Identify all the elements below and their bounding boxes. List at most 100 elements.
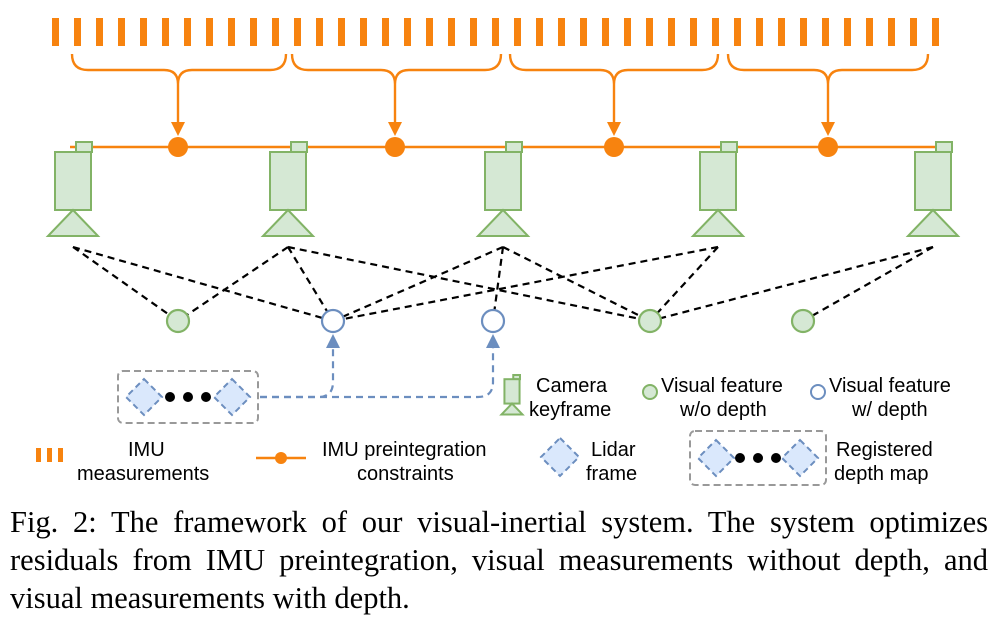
lidar-frame-icon [780,438,820,478]
dot-icon [165,392,175,402]
imu-tick-icon [646,18,653,46]
visual-feature-without-depth-icon [165,308,191,334]
imu-preintegration-node-4 [818,137,838,157]
arrow-head-icon [326,334,340,348]
imu-tick-icon [272,18,279,46]
imu-brace-4 [726,53,930,85]
dot-icon [771,453,781,463]
imu-brace-1 [70,53,288,85]
imu-tick-icon [47,448,52,462]
dot-icon [183,392,193,402]
imu-tick-icon [866,18,873,46]
depth-map-frame [117,370,259,424]
imu-tick-icon [448,18,455,46]
legend-imu-measurements-label-2: measurements [77,463,209,485]
imu-tick-icon [162,18,169,46]
imu-tick-icon [74,18,81,46]
imu-tick-icon [58,448,63,462]
camera-keyframe-icon [475,141,531,237]
imu-tick-icon [470,18,477,46]
arrow-head-icon [486,334,500,348]
observation-link-11 [649,245,934,323]
visual-features [165,308,816,334]
legend-imu-measurements-label-1: IMU [128,439,165,461]
camera-body-icon [484,151,522,211]
imu-tick-icon [558,18,565,46]
framework-diagram: Camera keyframe Visual feature w/o depth… [36,18,961,486]
legend-feature-no-depth-label-2: w/o depth [679,399,767,421]
imu-brace-3 [508,53,720,85]
imu-tick-icon [118,18,125,46]
observation-link-10 [649,246,719,322]
camera-viewfinder-icon [290,141,308,153]
legend-lidar-frame-label-1: Lidar [591,439,636,461]
imu-tick-icon [404,18,411,46]
imu-tick-icon [294,18,301,46]
imu-tick-icon [756,18,763,46]
camera-keyframe-icon [690,141,746,237]
depth-association-arrow-2 [260,346,495,399]
camera-body-icon [699,151,737,211]
camera-body-icon [54,151,92,211]
visual-feature-with-depth-icon [480,308,506,334]
camera-lens-icon [260,208,316,237]
legend: Camera keyframe Visual feature w/o depth… [36,374,951,486]
lidar-frame-icon [539,436,581,478]
visual-feature-without-depth-icon [790,308,816,334]
observation-link-1 [72,246,179,322]
legend-feature-with-depth-label-1: Visual feature [829,375,951,397]
visual-feature-with-depth-icon [320,308,346,334]
camera-body-icon [503,378,521,405]
camera-viewfinder-icon [935,141,953,153]
imu-tick-icon [778,18,785,46]
imu-tick-icon [338,18,345,46]
camera-lens-icon [45,208,101,237]
legend-feature-no-depth-icon [642,384,658,400]
imu-tick-icon [184,18,191,46]
camera-keyframe-icon [905,141,961,237]
observation-link-12 [802,246,934,322]
ellipsis-dots-icon [165,392,211,402]
imu-tick-icon [492,18,499,46]
observation-link-9 [332,245,719,323]
imu-tick-icon [624,18,631,46]
figure-caption: Fig. 2: The framework of our visual-iner… [10,505,988,615]
imu-tick-icon [580,18,587,46]
observation-link-5 [287,245,651,323]
imu-grouping-braces [70,53,930,136]
imu-brace-2 [290,53,503,85]
imu-tick-icon [536,18,543,46]
legend-registered-depth-map-label-1: Registered [836,439,933,461]
camera-lens-icon [499,402,525,416]
imu-tick-icon [822,18,829,46]
imu-tick-icon [426,18,433,46]
imu-tick-icon [932,18,939,46]
imu-tick-icon [52,18,59,46]
imu-tick-icon [514,18,521,46]
visual-feature-without-depth-icon [637,308,663,334]
observation-link-8 [502,246,651,322]
imu-tick-icon [228,18,235,46]
camera-body-icon [269,151,307,211]
legend-imu-preintegration-label-1: IMU preintegration [322,439,487,461]
dot-icon [201,392,211,402]
legend-camera-keyframe-label-1: Camera [536,375,608,397]
legend-camera-keyframe-label-2: keyframe [529,399,611,421]
legend-feature-with-depth-label-2: w/ depth [851,399,928,421]
imu-preintegration-node-3 [604,137,624,157]
lidar-frame-icon [696,438,736,478]
dot-icon [753,453,763,463]
depth-association-arrow-1 [260,346,335,399]
observation-link-3 [177,246,289,322]
imu-tick-icon [96,18,103,46]
observation-link-2 [72,245,334,323]
imu-tick-icon [734,18,741,46]
imu-tick-icon [140,18,147,46]
legend-lidar-frame-label-2: frame [586,463,637,485]
lidar-frame-icon [124,377,164,417]
camera-keyframe-icon [260,141,316,237]
observation-link-4 [287,246,334,322]
imu-tick-icon [668,18,675,46]
imu-tick-icon [712,18,719,46]
observation-link-6 [332,245,504,323]
